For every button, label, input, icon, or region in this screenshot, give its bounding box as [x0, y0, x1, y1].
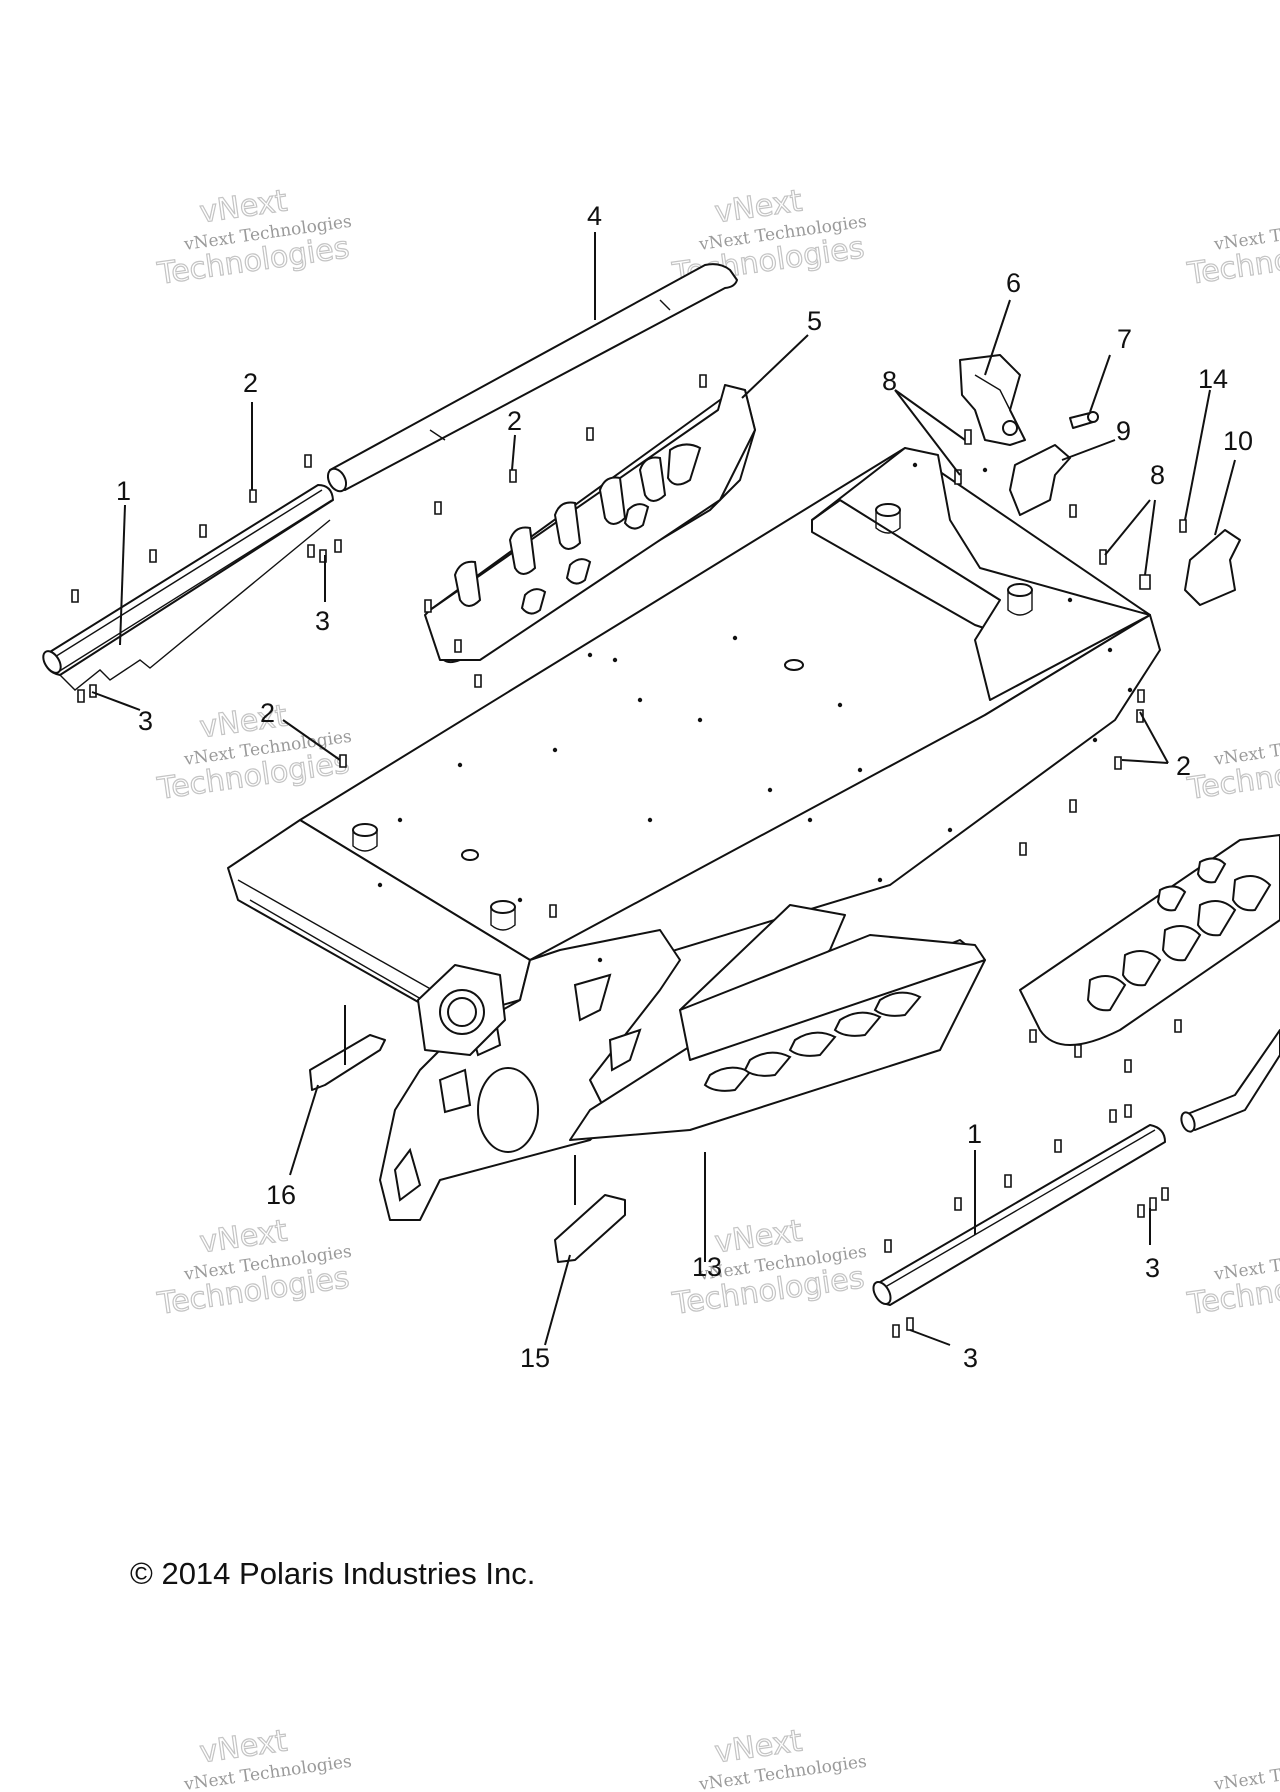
tunnel-right-wall	[529, 614, 1161, 986]
fasteners	[71, 374, 1187, 1338]
callout-3-left-upper: 3	[315, 606, 330, 636]
part-7-pin	[1069, 411, 1099, 429]
callout-1-right: 1	[967, 1119, 982, 1149]
callout-2-top-left: 2	[243, 368, 258, 398]
lower-rail-tube-right	[1180, 1029, 1280, 1133]
part-1-rail-strip-right	[872, 1124, 1166, 1306]
tunnel-assembly	[227, 447, 1161, 1221]
deck-posts	[352, 503, 1033, 931]
part-10-bracket	[1184, 529, 1241, 606]
deck-rivets	[377, 462, 1133, 963]
callout-6: 6	[1006, 268, 1021, 298]
part-16-bracket	[309, 1034, 386, 1091]
callout-3-left-lower: 3	[138, 706, 153, 736]
callout-14: 14	[1198, 364, 1228, 394]
watermark: Technologies vNext Technologies vNext	[154, 698, 353, 808]
svg-text:vNext Technologies: vNext Technologies	[1212, 1752, 1280, 1792]
watermark: Technologies vNext Technologies	[1184, 1242, 1280, 1323]
leader-lines	[91, 232, 1236, 1346]
callout-15: 15	[520, 1343, 550, 1373]
callout-1-left: 1	[116, 476, 131, 506]
watermark: vNext Technologies vNext	[182, 1723, 353, 1792]
part-15-bracket	[554, 1194, 626, 1263]
front-foot-board	[679, 904, 986, 1092]
callout-4: 4	[587, 201, 602, 231]
callout-7: 7	[1117, 324, 1132, 354]
callout-3-right-lower: 3	[963, 1343, 978, 1373]
watermark: Technologies vNext Technologies	[1184, 727, 1280, 808]
watermark: vNext Technologies	[1212, 1752, 1280, 1792]
copyright-notice: © 2014 Polaris Industries Inc.	[130, 1556, 536, 1591]
running-board-right	[1019, 834, 1280, 1046]
part-4-rail-tube	[326, 263, 738, 493]
callout-2-right: 2	[1176, 751, 1191, 781]
callout-13: 13	[692, 1252, 722, 1282]
callout-3-right-upper: 3	[1145, 1253, 1160, 1283]
callout-8-upper: 8	[882, 366, 897, 396]
tunnel-left-wall	[379, 929, 681, 1221]
callout-2-front: 2	[260, 698, 275, 728]
callout-10: 10	[1223, 426, 1253, 456]
callouts: 1 2 3 3 4 5 2 6 7 8 9 14 10 8 2 2 1 3 3 …	[116, 201, 1253, 1373]
callout-5: 5	[807, 306, 822, 336]
watermark: vNext Technologies vNext	[697, 1723, 868, 1792]
part-9-bracket	[1009, 444, 1071, 516]
watermark: Technologies vNext Technologies vNext	[154, 1213, 353, 1323]
callout-16: 16	[266, 1180, 296, 1210]
part-1-rail-strip-left	[42, 484, 334, 691]
callout-2-board: 2	[507, 406, 522, 436]
watermark: Technologies vNext Technologies vNext	[154, 183, 353, 293]
callout-8-lower: 8	[1150, 460, 1165, 490]
watermark: Technologies vNext Technologies	[1184, 212, 1280, 293]
part-6-bracket	[959, 354, 1026, 446]
callout-9: 9	[1116, 416, 1131, 446]
part-5-running-board-left	[424, 384, 756, 664]
